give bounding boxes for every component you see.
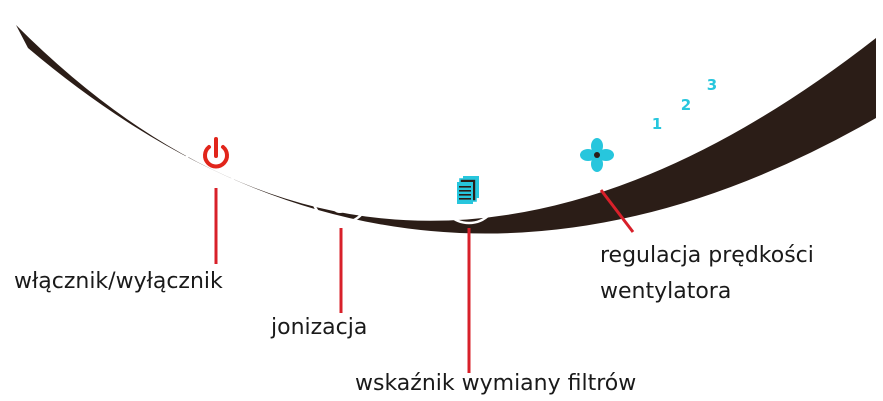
fan-label-line1: regulacja prędkości [600,243,814,268]
power-label: włącznik/wyłącznik [14,269,223,294]
ion-icon [329,176,353,213]
power-icon [203,137,229,169]
filter-label: wskaźnik wymiany filtrów [355,371,637,396]
fan-label-line2: wentylatora [600,279,732,304]
ionization-button[interactable] [310,163,372,225]
power-button[interactable] [185,124,247,186]
filter-icon [457,176,479,204]
speed-level-1: 1 [652,115,662,133]
speed-indicator: 1 2 3 [623,76,717,143]
speed-level-2: 2 [681,96,691,114]
filter-button[interactable] [438,163,500,225]
fan-button[interactable] [566,124,628,186]
ionization-label: jonizacja [271,315,368,340]
fan-icon [580,138,614,172]
speed-level-3: 3 [707,76,717,94]
curved-panel [16,25,876,234]
fan-callout-line [599,189,635,233]
